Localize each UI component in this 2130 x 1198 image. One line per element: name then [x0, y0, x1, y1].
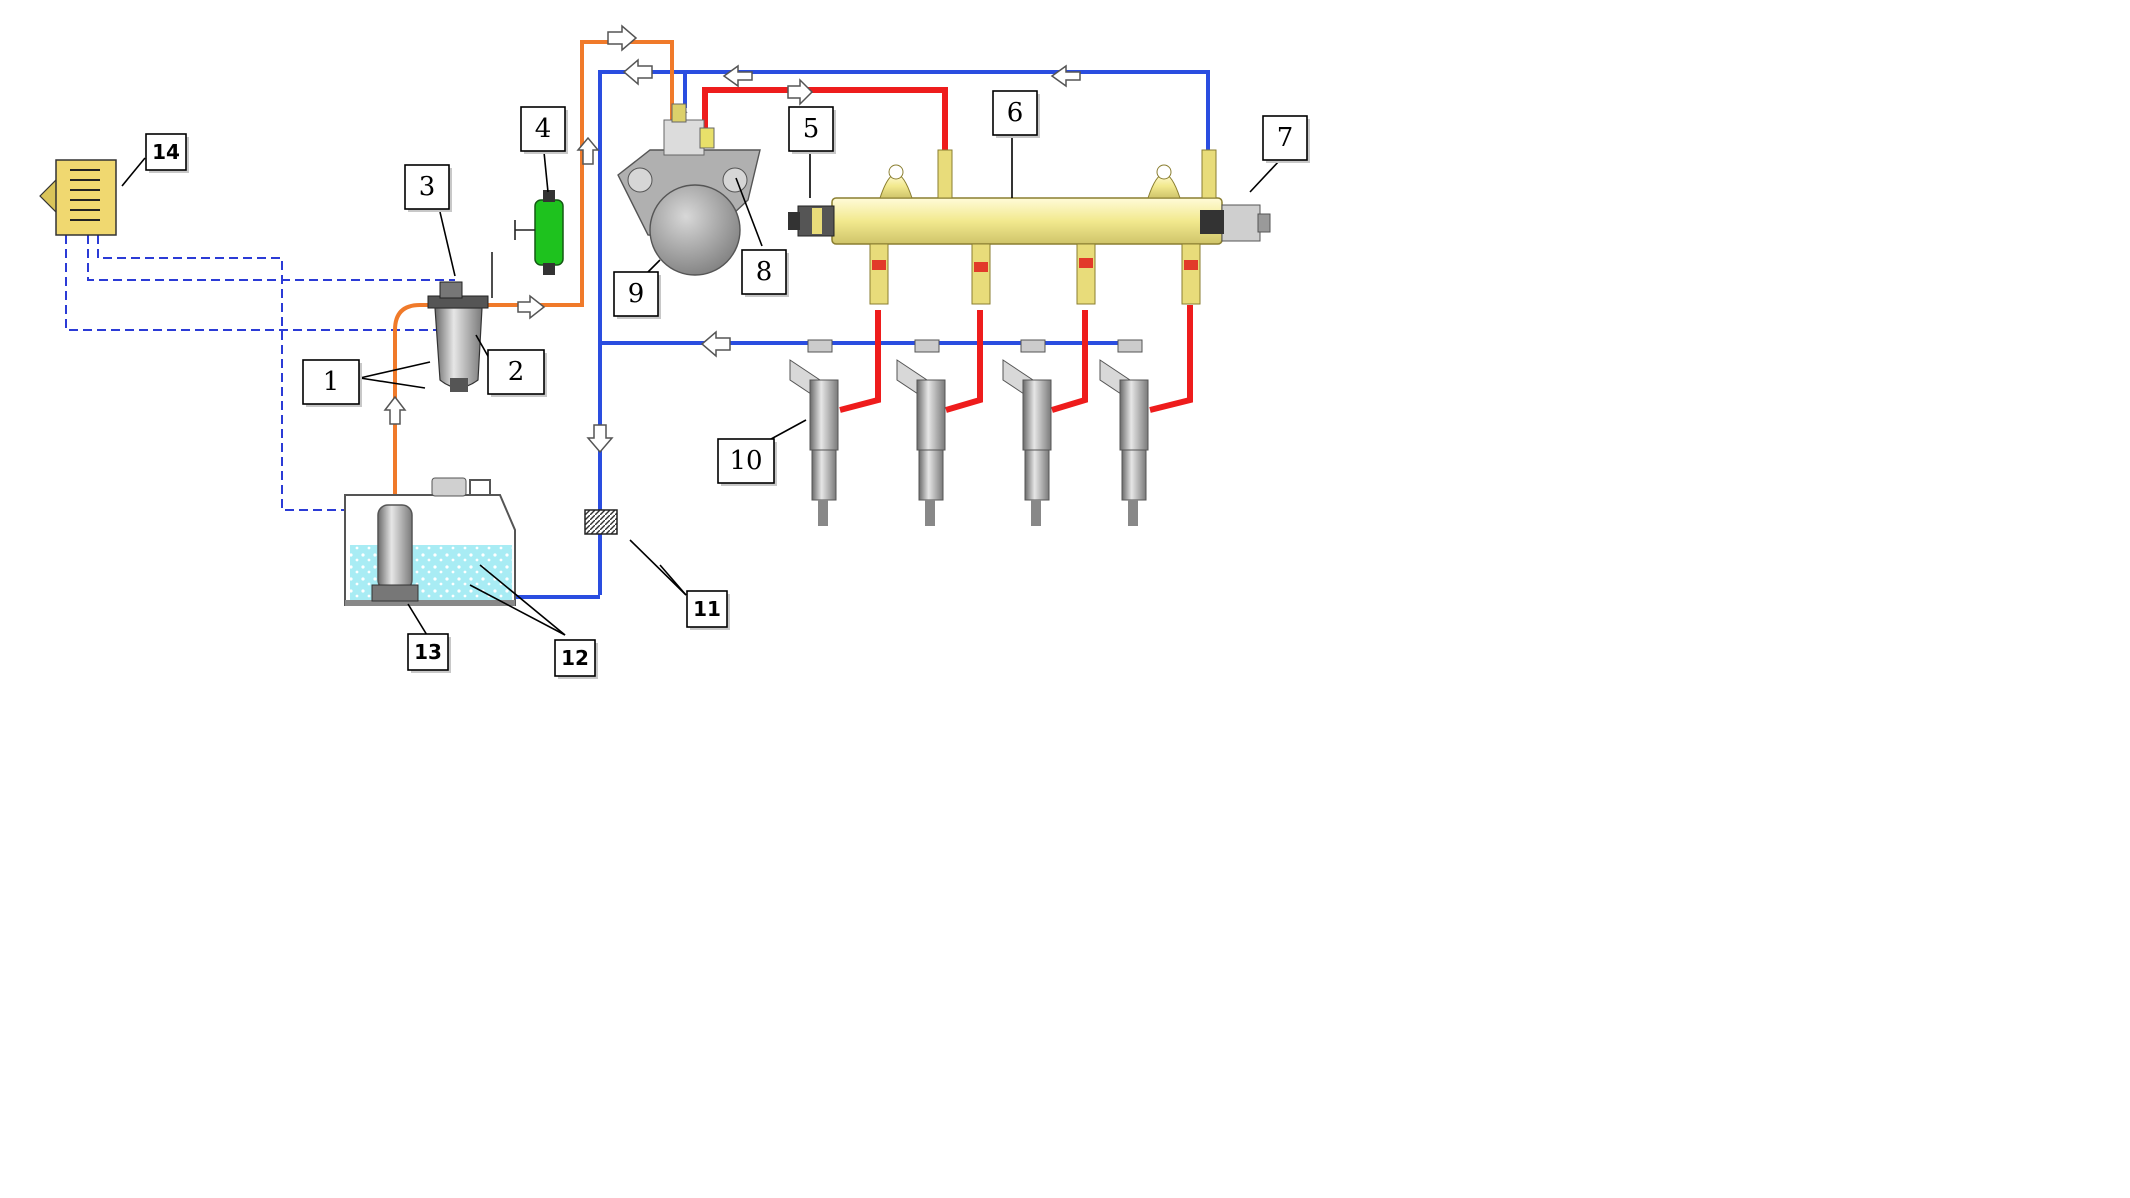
injectors: [789, 339, 1149, 526]
number-labels: 1 2 3 4 5 6 7: [145, 90, 1310, 679]
svg-text:6: 6: [1007, 98, 1024, 128]
return-restrictor: [584, 509, 618, 535]
injector-2: [896, 339, 946, 526]
svg-text:12: 12: [561, 646, 589, 670]
common-rail: [831, 149, 1223, 305]
svg-text:7: 7: [1277, 123, 1294, 153]
svg-text:3: 3: [419, 172, 436, 202]
injector-3: [1002, 339, 1052, 526]
svg-text:13: 13: [414, 640, 442, 664]
high-pressure-pump: [617, 103, 761, 276]
label-12: 12: [554, 639, 598, 679]
injector-4: [1099, 339, 1149, 526]
label-7: 7: [1262, 115, 1310, 163]
pressure-limiter-valve: [1200, 204, 1271, 242]
label-4: 4: [520, 106, 568, 154]
secondary-filter: [514, 190, 564, 275]
label-3: 3: [404, 164, 452, 212]
low-pressure-lines: [393, 40, 674, 505]
svg-text:2: 2: [508, 357, 525, 387]
return-lines: [510, 70, 1210, 599]
fuel-tank: [344, 477, 516, 606]
label-8: 8: [741, 249, 789, 297]
label-1: 1: [302, 359, 362, 407]
fuel-filter: [427, 281, 489, 392]
electrical-wiring: [65, 235, 455, 511]
label-13: 13: [407, 633, 451, 673]
ecu-module: [39, 159, 117, 236]
svg-text:11: 11: [693, 597, 721, 621]
label-11: 11: [686, 590, 730, 630]
svg-text:14: 14: [152, 140, 180, 164]
svg-text:1: 1: [323, 367, 340, 397]
high-pressure-lines: [702, 87, 1193, 413]
injector-1: [789, 339, 839, 526]
svg-text:8: 8: [756, 257, 773, 287]
svg-text:9: 9: [628, 279, 645, 309]
label-6: 6: [992, 90, 1040, 138]
rail-pressure-sensor: [788, 205, 835, 237]
in-tank-pump: [371, 504, 419, 602]
label-9: 9: [613, 271, 661, 319]
svg-text:4: 4: [535, 114, 552, 144]
label-14: 14: [145, 133, 189, 173]
svg-text:10: 10: [729, 446, 762, 476]
label-10: 10: [717, 438, 777, 486]
svg-text:5: 5: [803, 114, 820, 144]
label-2: 2: [487, 349, 547, 397]
label-5: 5: [788, 106, 836, 154]
